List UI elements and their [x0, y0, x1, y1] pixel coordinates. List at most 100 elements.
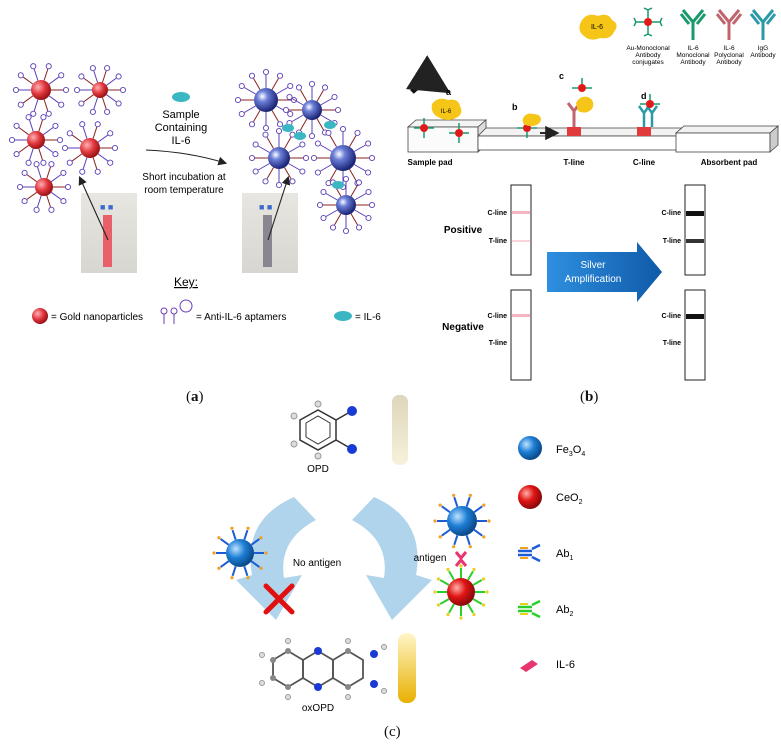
antibody-tip: [212, 551, 216, 555]
antibody-tip: [472, 612, 476, 617]
oxopd-label: oxOPD: [302, 703, 334, 714]
antibody-tip: [230, 526, 234, 530]
antibody-tip: [452, 493, 456, 497]
negative-label: Negative: [442, 322, 484, 333]
poly-antibody-icon: [715, 9, 743, 40]
antibody-tip: [446, 612, 450, 617]
incubation-arrow: [145, 149, 228, 166]
antibody: [472, 598, 483, 605]
antigen-label: antigen: [414, 553, 447, 564]
antibody: [465, 496, 471, 508]
incubation-text-2: room temperature: [144, 185, 224, 196]
pos-after-tline: T-line: [663, 238, 681, 245]
positive-strip-after: [684, 184, 706, 276]
antibody: [243, 566, 249, 577]
antibody-tip: [259, 566, 263, 570]
antibody: [231, 529, 237, 540]
antibody: [473, 529, 483, 537]
fe3o4-legend-icon: [518, 436, 542, 460]
antibody-tip: [446, 567, 450, 572]
antibody-tip: [459, 616, 463, 620]
antibody: [250, 538, 261, 546]
il6-bridge: [294, 132, 306, 140]
igg-antibody-icon: [749, 9, 777, 40]
antibody: [473, 505, 483, 513]
antibody-tip: [472, 567, 476, 572]
antibody-tip: [259, 536, 263, 540]
mono-antibody-icon: [679, 9, 707, 40]
antibody-tip: [433, 519, 437, 523]
antibody-tip: [468, 545, 472, 549]
antibody: [219, 538, 230, 546]
antibody-tip: [487, 519, 491, 523]
sample-pad-label: Sample pad: [408, 158, 453, 167]
captured-complex-t-line: [566, 78, 594, 127]
antibody: [243, 529, 249, 540]
antibody-tip: [459, 564, 463, 568]
antibody: [453, 496, 459, 508]
key-title: Key:: [174, 275, 198, 289]
conjugates-on-pad: [414, 118, 469, 143]
panel-c: OPD No antigen antigen: [212, 395, 585, 714]
antibody-tip: [482, 503, 486, 507]
silver-amplification-arrow: [547, 242, 662, 302]
antibody: [448, 603, 455, 614]
antibody: [441, 529, 451, 537]
antibody-tip: [433, 590, 437, 594]
pos-after-cline: C-line: [662, 210, 682, 217]
il6-legend-label-c: IL-6: [556, 659, 575, 671]
antibody: [467, 570, 474, 581]
caption-b: (b): [580, 389, 599, 405]
ab1-legend-icon: [518, 543, 541, 563]
arrow-text-2: Amplification: [565, 274, 622, 285]
key-aptamer-icon: [160, 299, 193, 325]
ceo2-legend-label: CeO2: [556, 492, 583, 506]
antibody: [453, 534, 459, 546]
antibody: [250, 560, 261, 568]
sample-text-2: Containing: [155, 122, 208, 134]
opd-vial: [392, 395, 408, 465]
mono-text-3: Antibody: [680, 59, 706, 66]
il6-bridge: [332, 181, 344, 189]
fe3o4-ceo2-sandwich: [433, 493, 491, 620]
oxopd-vial: [398, 633, 416, 703]
step-b-label: b: [512, 102, 518, 112]
il6-legend-icon-c: [520, 660, 538, 672]
absorbent-pad-label: Absorbent pad: [701, 158, 758, 167]
il6-bridge: [282, 124, 294, 132]
antibody: [465, 534, 471, 546]
il6-sample-blob: [172, 92, 190, 102]
key-gold-np-icon: [32, 308, 48, 324]
ab2-legend-icon: [518, 599, 541, 619]
key-aptamer-label: = Anti-IL-6 aptamers: [196, 312, 286, 323]
mono-text-1: IL-6: [687, 45, 699, 52]
ab2-legend-label: Ab2: [556, 604, 573, 618]
il6-bridge: [324, 121, 336, 129]
il6-legend-text: IL-6: [591, 24, 603, 31]
opd-label: OPD: [307, 464, 329, 475]
antibody-tip: [452, 545, 456, 549]
pos-before-cline: C-line: [488, 210, 508, 217]
caption-c: (c): [384, 724, 401, 740]
opd-molecule: [290, 400, 357, 460]
antibody-tip: [246, 576, 250, 580]
au-conj-text-2: Antibody: [635, 52, 661, 59]
conjugate-step-b: [517, 113, 541, 138]
key-gold-label: = Gold nanoparticles: [51, 312, 143, 323]
captured-complex-c-line: [637, 94, 660, 127]
antibody-tip: [436, 577, 441, 581]
antibody-tip: [230, 576, 234, 580]
panel-a: ■ ■ ■ ■ Sample Containing IL-6 Short inc…: [8, 63, 381, 325]
grey-solution: [263, 215, 272, 267]
poly-text-3: Antibody: [716, 59, 742, 66]
antibody-tip: [481, 603, 486, 607]
antibody-tip: [485, 590, 489, 594]
no-antigen-label: No antigen: [293, 558, 341, 569]
antibody-tip: [217, 566, 221, 570]
oxopd-molecule: [259, 638, 387, 700]
panel-b: IL-6 Au-Monoclonal Antibody conjugates I…: [405, 7, 780, 381]
nanoparticle: [73, 65, 127, 115]
antigen-arrow: [352, 497, 432, 620]
antibody: [219, 560, 230, 568]
au-conj-text-3: conjugates: [632, 59, 664, 66]
